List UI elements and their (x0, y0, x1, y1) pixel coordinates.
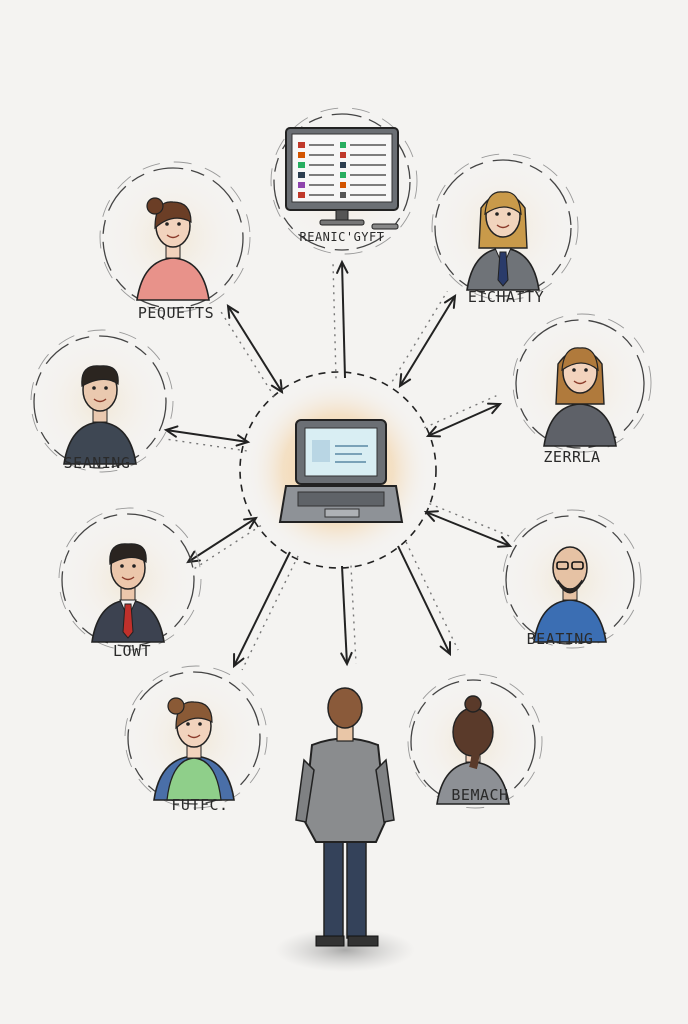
arrow-monitor (332, 259, 349, 379)
node-blond-man (431, 153, 579, 301)
arrow-back-woman (397, 541, 459, 657)
node-layer (30, 107, 652, 809)
person-icon (136, 197, 210, 301)
node-woman-pink (99, 161, 251, 313)
connection-arrows (163, 259, 514, 671)
arrow-blond-woman (424, 395, 503, 438)
person-icon (466, 191, 540, 291)
monitor-icon (285, 127, 399, 230)
node-back-woman (407, 673, 543, 809)
hub-dashed-circle (239, 371, 437, 569)
node-label-back-woman: BEMACH (451, 786, 509, 804)
standing-person (275, 687, 415, 972)
node-label-woman-pink: PEQUETTS (137, 304, 215, 322)
node-dark-man (30, 329, 174, 473)
node-label-monitor: REANIC'GYFT (299, 230, 385, 244)
node-label-dark-man: SEANING (63, 454, 131, 472)
arrow-bald-man (423, 503, 514, 548)
arrow-down-center (340, 565, 357, 667)
laptop-icon (278, 419, 404, 523)
node-green-woman (124, 665, 268, 809)
arrow-dark-man (163, 425, 251, 452)
person-icon (436, 695, 510, 805)
node-label-green-woman: FUTFC. (171, 796, 229, 814)
node-label-bald-man: BEATING (526, 630, 594, 648)
person-icon (63, 365, 137, 465)
person-icon (91, 543, 165, 643)
node-label-tie-man: LOWT (112, 642, 152, 660)
arrow-green-woman (232, 551, 299, 671)
arrow-woman-pink (219, 304, 284, 398)
arrow-blond-man (391, 290, 457, 388)
center-hub (239, 371, 437, 569)
node-label-blond-woman: ZERRLA (543, 448, 601, 466)
node-monitor (270, 107, 418, 255)
node-tie-man (58, 507, 202, 651)
person-icon (533, 546, 607, 643)
node-label-blond-man: EICHATTY (467, 288, 545, 306)
person-icon (543, 347, 617, 447)
person-icon (153, 697, 235, 801)
node-bald-man (502, 509, 642, 649)
node-blond-woman (512, 313, 652, 453)
